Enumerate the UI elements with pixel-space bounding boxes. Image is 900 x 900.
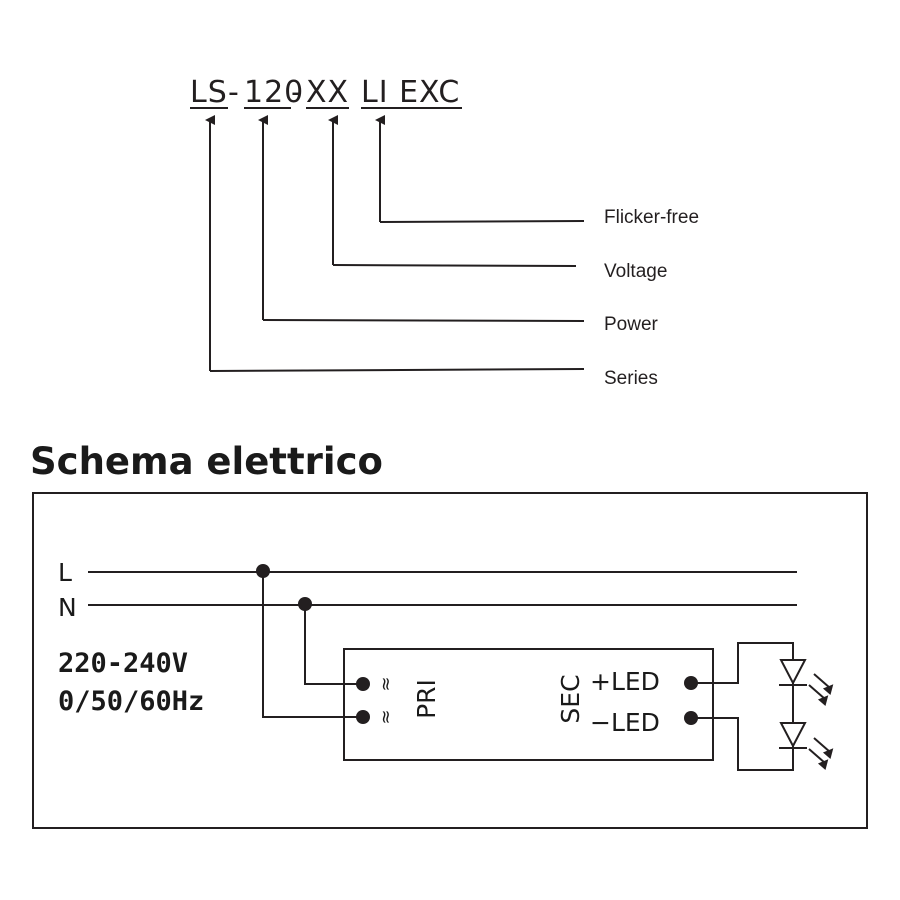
wiring-schematic: L N 220-240V 0/50/60Hz ≈ ≈ PRI SEC +LED …	[32, 492, 868, 829]
model-flicker: LI EXC	[361, 75, 460, 110]
leader-flicker	[379, 220, 585, 223]
terminal-pri-l	[356, 710, 370, 724]
led-diode-2-icon	[779, 722, 834, 771]
wire-n-to-driver	[304, 604, 363, 685]
primary-label: PRI	[412, 679, 441, 719]
legend: Flicker-free Voltage Power Series	[604, 207, 699, 389]
leader-power	[262, 319, 585, 322]
approx-symbol-1: ≈	[376, 676, 397, 691]
model-power: 120	[244, 75, 304, 110]
secondary-label: SEC	[556, 674, 585, 723]
legend-series: Series	[604, 368, 658, 389]
led-minus-label: −LED	[590, 708, 660, 737]
leader-lines	[205, 115, 585, 372]
model-series: LS	[190, 75, 228, 110]
model-code: LS - 120 - XX LI EXC	[190, 75, 462, 110]
line-n-label: N	[58, 593, 77, 622]
line-l-label: L	[58, 558, 72, 587]
leader-series	[209, 368, 585, 372]
driver-box	[343, 648, 714, 761]
legend-flicker-free: Flicker-free	[604, 207, 699, 228]
schematic-frame	[32, 492, 868, 829]
model-voltage: XX	[306, 75, 349, 110]
section-title: Schema elettrico	[30, 440, 383, 483]
legend-voltage: Voltage	[604, 261, 667, 282]
model-separator-1: -	[228, 75, 240, 110]
led-plus-label: +LED	[590, 667, 660, 696]
led-diode-1-icon	[779, 659, 834, 707]
approx-symbol-2: ≈	[376, 709, 397, 724]
supply-voltage: 220-240V	[58, 648, 188, 679]
wire-l-to-driver	[262, 571, 363, 718]
leader-voltage	[332, 264, 577, 267]
terminal-pri-n	[356, 677, 370, 691]
legend-power: Power	[604, 314, 659, 335]
supply-frequency: 0/50/60Hz	[58, 686, 204, 717]
led-loop-wire	[691, 642, 794, 771]
model-separator-2: -	[291, 75, 303, 110]
